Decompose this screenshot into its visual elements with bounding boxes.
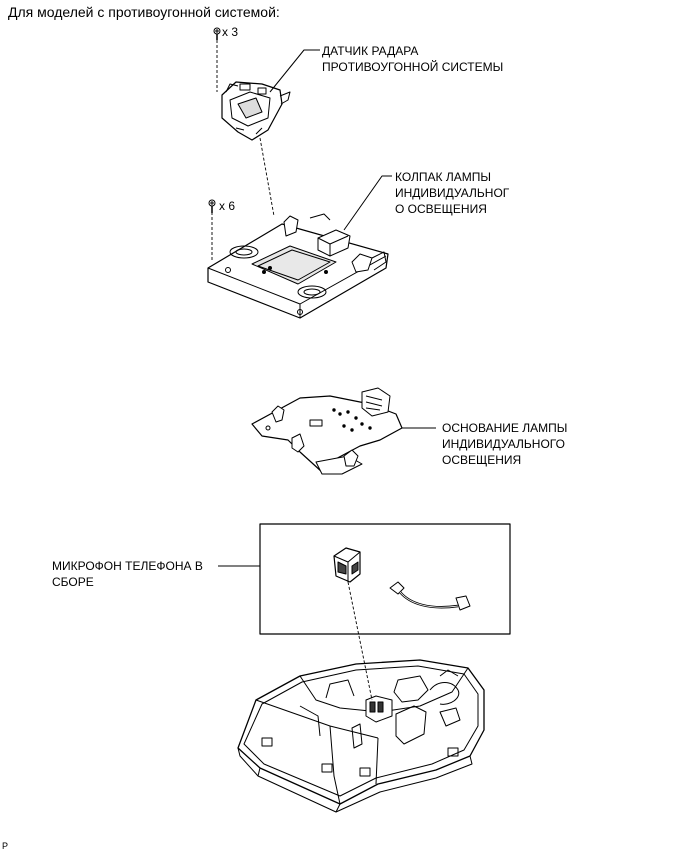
alignment-lines (211, 40, 373, 701)
lamp-cover-part (207, 213, 389, 319)
screw-quantity-middle: x 6 (219, 199, 236, 213)
page-heading: Для моделей с противоугонной системой: (8, 4, 280, 20)
label-lamp-base: ОСНОВАНИЕ ЛАМПЫ ИНДИВИДУАЛЬНОГО ОСВЕЩЕНИ… (442, 421, 568, 467)
screw-icon-middle (208, 199, 216, 213)
lamp-base-part (251, 387, 403, 475)
radar-sensor-part (221, 81, 291, 141)
microphone-detail-box (259, 523, 511, 635)
screw-quantity-top: x 3 (222, 25, 239, 39)
microphone-part (333, 547, 361, 583)
label-lamp-cover: КОЛПАК ЛАМПЫ ИНДИВИДУАЛЬНОГ О ОСВЕЩЕНИЯ (395, 170, 510, 216)
footer-code: P (2, 841, 9, 851)
screw-icon-top (213, 27, 221, 40)
label-radar-sensor: ДАТЧИК РАДАРА ПРОТИВОУГОННОЙ СИСТЕМЫ (322, 44, 504, 74)
wire-harness-part (389, 581, 471, 611)
label-microphone: МИКРОФОН ТЕЛЕФОНА В СБОРЕ (52, 559, 203, 589)
roof-console-part (237, 659, 485, 813)
leader-lines (218, 49, 436, 567)
